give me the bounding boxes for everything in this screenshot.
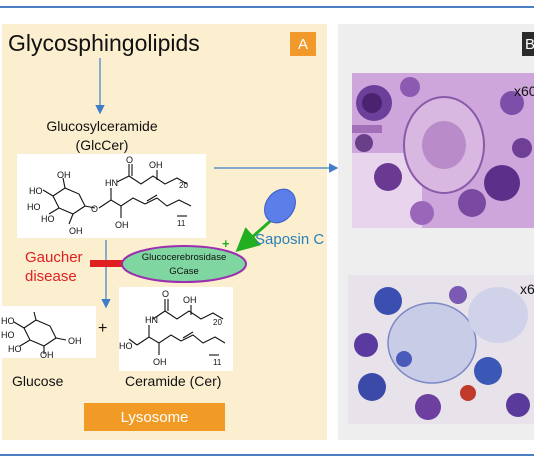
panel-b-label: B [522,32,534,56]
sum-plus: + [98,320,108,337]
gaucher-block-bar [90,260,124,267]
lysosome-label: Lysosome [84,403,225,431]
gcase-enzyme [121,245,247,283]
ceramide-oh-2: OH [153,357,167,367]
glucosylceramide-molecule: HO HO HO OH OH O HN O OH OH 20 11 [27,155,192,236]
hn-label: HN [105,178,118,188]
ceramide-label: Ceramide (Cer) [125,373,222,389]
gaucher-label-2: disease [25,268,77,285]
micrograph-bottom: x6 [348,275,534,424]
panel-title: Glycosphingolipids [8,30,200,56]
oh-label-4: OH [115,220,129,230]
enzyme-abbrev: GCase [169,266,199,277]
enzyme-name: Glucocerebrosidase [141,252,227,263]
glucose-oh-1: OH [40,350,54,358]
ceramide-molecule: HN O OH HO OH 20 11 [119,289,226,367]
micrograph-top-image [352,73,534,228]
glccer-label: (GlcCer) [75,137,129,153]
ether-o-label: O [91,204,98,214]
ho-label-3: HO [41,214,55,224]
micrograph-bottom-image [348,275,534,424]
glucose-structure: HO HO HO OH OH [0,306,96,360]
chain-11-label: 11 [177,219,186,228]
magnification-top: x60 [514,83,534,99]
carbonyl-o-label: O [126,155,133,165]
glucose-molecule: HO HO HO OH OH [1,311,82,360]
glucosylceramide-structure: HO HO HO OH OH O HN O OH OH 20 11 [17,154,206,238]
panel-a-label: A [290,32,316,56]
ceramide-structure: HN O OH HO OH 20 11 [119,287,233,371]
magnification-bottom: x6 [520,281,534,297]
saposin-c-shape [264,188,296,224]
oh-label-2: OH [69,226,83,236]
oh-label-1: OH [57,170,71,180]
chain-20-label: 20 [179,181,188,190]
glucose-ho-3: HO [8,344,22,354]
bottom-frame-line [0,454,534,456]
ceramide-hn: HN [145,315,158,325]
ceramide-oh-1: OH [183,295,197,305]
glucose-ho-1: HO [1,316,15,326]
ceramide-chain-11: 11 [213,358,222,367]
ceramide-chain-20: 20 [213,318,222,327]
ho-label-1: HO [29,186,43,196]
oh-label-3: OH [149,160,163,170]
micrograph-top: x60 [352,73,534,228]
top-frame-line [0,6,534,8]
ceramide-ho: HO [119,341,133,351]
saposin-label: Saposin C [255,231,325,248]
ceramide-o: O [162,289,169,299]
gaucher-label-1: Gaucher [25,249,83,266]
glucose-ho-2: HO [1,330,15,340]
activator-plus: + [222,236,230,251]
glucosylceramide-label: Glucosylceramide [46,118,158,134]
glucose-oh-2: OH [68,336,82,346]
ho-label-2: HO [27,202,41,212]
glucose-label: Glucose [12,373,64,389]
